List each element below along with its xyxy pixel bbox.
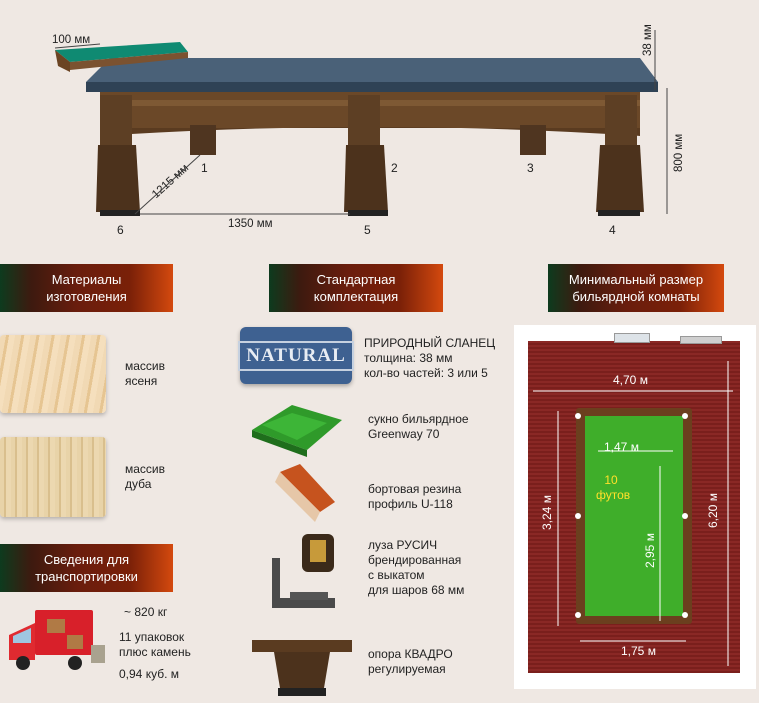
table-illustration [54, 30, 668, 216]
leg-label-1: 1 [201, 161, 208, 175]
transport-weight: ~ 820 кг [124, 605, 168, 619]
leg-label-2: 2 [391, 161, 398, 175]
window-icon [614, 333, 650, 343]
room-length-label: 6,20 м [706, 493, 720, 528]
ash-wood-swatch [0, 335, 106, 413]
leg-label-6: 6 [117, 223, 124, 237]
dim-length: 1350 мм [228, 218, 273, 230]
transport-volume: 0,94 куб. м [119, 667, 179, 681]
leg-label-5: 5 [364, 223, 371, 237]
cloth-icon [252, 405, 342, 457]
play-width-label: 1,47 м [604, 440, 639, 454]
table-side-label: 3,24 м [540, 495, 554, 530]
leg-label-4: 4 [609, 223, 616, 237]
table-top [86, 58, 658, 82]
table-width-label: 1,75 м [621, 644, 656, 658]
play-length-label: 2,95 м [643, 533, 657, 568]
pocket-icon [272, 534, 335, 608]
room-dimension-lines [533, 361, 733, 666]
rail-piece [55, 42, 188, 62]
play-surface [585, 416, 683, 616]
oak-wood-swatch [0, 437, 106, 517]
truck-icon [9, 610, 105, 670]
dim-slate-thickness: 38 мм [642, 24, 654, 56]
leg-label-3: 3 [527, 161, 534, 175]
leg-5 [348, 95, 380, 145]
radiator-icon [680, 336, 722, 344]
leg-6 [100, 95, 132, 145]
dim-height: 800 мм [673, 133, 685, 172]
leg-4 [605, 95, 637, 145]
natural-slate-badge: NATURAL [238, 327, 354, 384]
rubber-icon [275, 464, 335, 522]
room-width-label: 4,70 м [613, 373, 648, 387]
dim-rail-width: 100 мм [52, 34, 91, 46]
leg-support-icon [252, 640, 352, 696]
